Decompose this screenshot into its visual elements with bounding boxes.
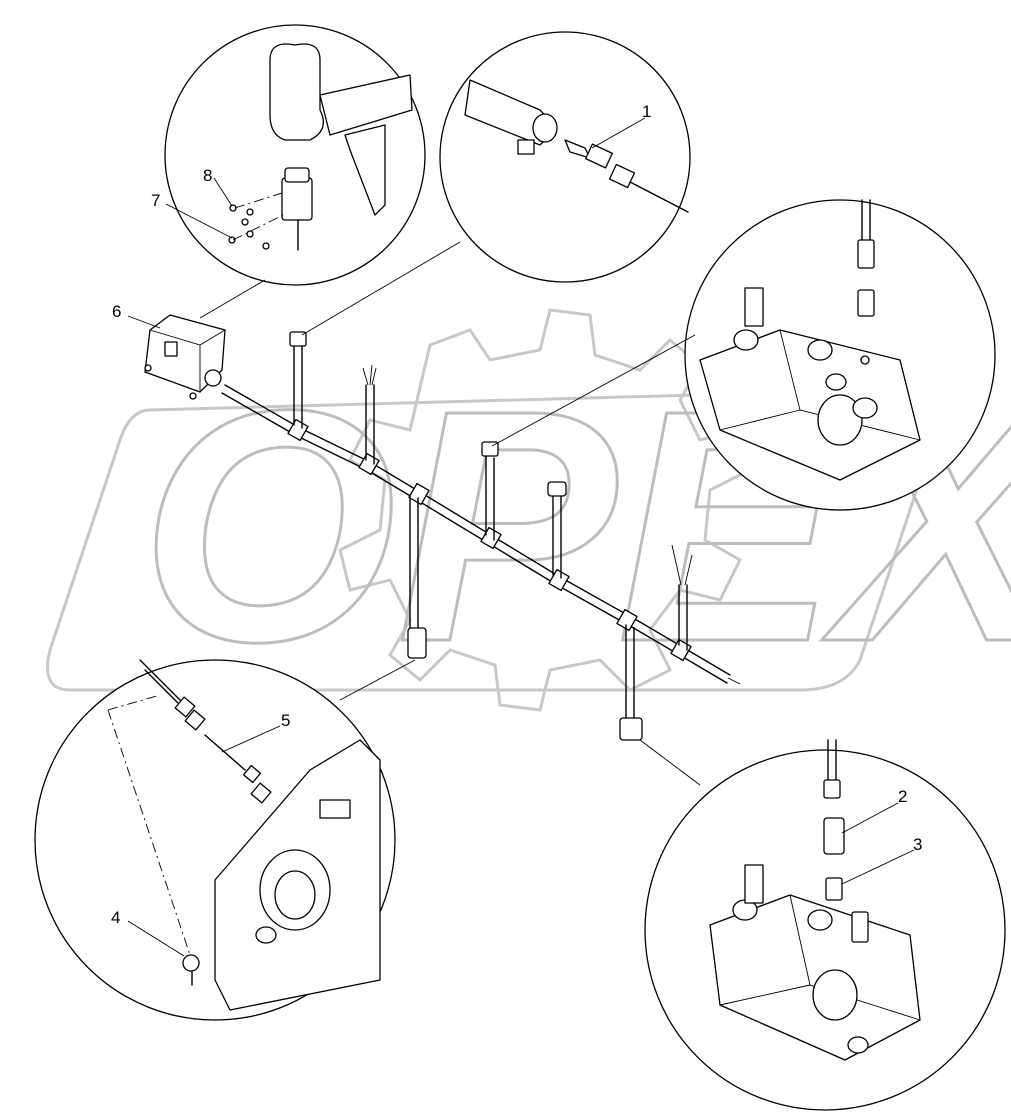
detail-pump-lower <box>644 739 1006 1111</box>
svg-text:2: 2 <box>898 787 907 806</box>
callout-2: 2 <box>841 787 907 834</box>
svg-text:7: 7 <box>151 191 160 210</box>
screw-set <box>228 204 270 250</box>
detail-sensor-pipe <box>439 31 691 283</box>
svg-text:1: 1 <box>642 102 651 121</box>
detail-bracket-mount <box>164 24 426 286</box>
svg-text:3: 3 <box>913 835 922 854</box>
callout-1: 1 <box>591 102 651 149</box>
svg-text:6: 6 <box>112 302 121 321</box>
svg-text:5: 5 <box>281 711 290 730</box>
leader-lines <box>199 241 701 786</box>
callout-6: 6 <box>112 302 161 329</box>
callout-5: 5 <box>221 711 290 753</box>
connector-head <box>289 331 643 741</box>
svg-text:8: 8 <box>203 166 212 185</box>
main-harness <box>221 331 741 741</box>
svg-text:4: 4 <box>111 908 120 927</box>
callout-8: 8 <box>203 166 233 207</box>
control-box <box>144 314 226 400</box>
detail-pump-upper <box>684 199 996 511</box>
callout-4: 4 <box>111 908 185 957</box>
detail-flywheel-housing <box>34 659 396 1021</box>
callout-7: 7 <box>151 191 233 239</box>
callout-3: 3 <box>841 835 922 885</box>
watermark-gear <box>338 308 752 712</box>
